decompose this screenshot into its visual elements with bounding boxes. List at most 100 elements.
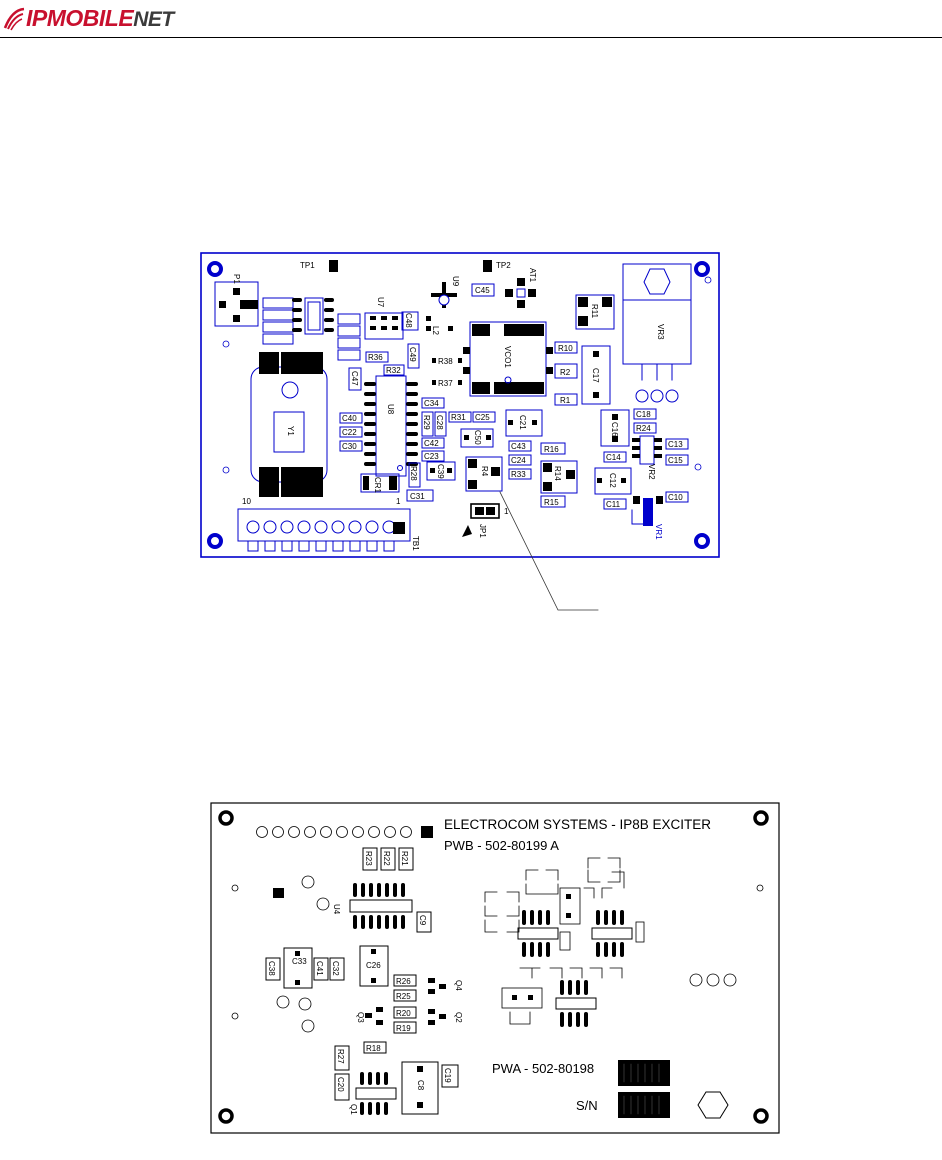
- c43-box: [508, 440, 532, 452]
- header-divider: [0, 37, 942, 38]
- ref-p1: P1: [232, 274, 241, 284]
- r27-box: [334, 1045, 350, 1071]
- ref-c15: C15: [668, 456, 683, 465]
- c15-box: [665, 454, 689, 466]
- r31-box: [448, 411, 472, 423]
- ref-tb1: TB1: [411, 536, 420, 551]
- ref-c25: C25: [475, 413, 490, 422]
- r21-box: [398, 847, 414, 871]
- ref-c42: C42: [424, 439, 439, 448]
- ref-c43: C43: [511, 442, 526, 451]
- r20-box: [393, 1006, 417, 1019]
- c28-box: [434, 411, 447, 437]
- u7-chip: [364, 312, 404, 340]
- ref-r38: R38: [438, 357, 453, 366]
- callout-leader-line: [499, 491, 599, 611]
- hex-standoff: [697, 1091, 729, 1119]
- ref-r33: R33: [511, 470, 526, 479]
- ref-c49: C49: [408, 347, 417, 362]
- bottom-board-diagram: ELECTROCOM SYSTEMS - IP8B EXCITER PWB - …: [210, 802, 780, 1134]
- r25-box: [393, 989, 417, 1002]
- c48-box: [401, 311, 419, 331]
- bottom-board-outline: [210, 802, 780, 1134]
- sn-label: S/N: [576, 1098, 598, 1113]
- ref-c31: C31: [410, 492, 425, 501]
- c32-box: [329, 957, 345, 981]
- ref-r4: R4: [480, 466, 489, 477]
- c42-box: [421, 437, 445, 449]
- ref-r31: R31: [451, 413, 466, 422]
- c16-part: [600, 409, 630, 447]
- soic-chip-c: [555, 980, 597, 1027]
- c49-box: [407, 343, 420, 369]
- c21-part: [505, 409, 543, 437]
- q3-part: [365, 1007, 383, 1025]
- q4-part: [428, 978, 446, 994]
- ref-r29: R29: [422, 415, 431, 430]
- sn-barcode-box: [618, 1092, 670, 1118]
- r19-box: [393, 1021, 417, 1034]
- ref-c30: C30: [342, 442, 357, 451]
- cr1-diode: [360, 473, 400, 493]
- vr1-part: [631, 496, 663, 526]
- ref-c40: C40: [342, 414, 357, 423]
- ref-vr2: VR2: [647, 464, 656, 480]
- r11-part: [575, 294, 615, 330]
- r28-box: [408, 462, 421, 488]
- ref-c48: C48: [404, 313, 413, 328]
- ref-jp1: JP1: [478, 524, 487, 538]
- c20-box: [334, 1073, 350, 1101]
- ref-c14: C14: [606, 453, 621, 462]
- ref-r25: R25: [396, 992, 411, 1001]
- c14-box: [603, 451, 627, 463]
- c26-part: [359, 945, 389, 987]
- c33-part: [283, 947, 313, 989]
- pwb-number: PWB - 502-80199 A: [444, 838, 559, 853]
- ref-c13: C13: [668, 440, 683, 449]
- y1-crystal: [250, 352, 328, 497]
- ref-r20: R20: [396, 1009, 411, 1018]
- r36-box: [365, 351, 389, 363]
- ref-r32: R32: [386, 366, 401, 375]
- ref-c32: C32: [331, 961, 340, 976]
- mounting-holes: [207, 261, 710, 549]
- c17-part: [581, 345, 611, 405]
- ref-r2: R2: [560, 368, 571, 377]
- c11-box: [603, 498, 627, 510]
- ref-r22: R22: [382, 851, 391, 866]
- vr3-regulator: [622, 263, 692, 403]
- c50-part: [460, 428, 494, 448]
- ref-vr1: VR1: [654, 524, 663, 540]
- tp2-pad: [483, 260, 492, 272]
- ref-r14: R14: [553, 466, 562, 481]
- ref-cr1: CR1: [373, 477, 382, 494]
- ref-at1: AT1: [528, 268, 537, 283]
- tp1-pad: [329, 260, 338, 272]
- ref-tb1-pin1: 1: [396, 497, 401, 506]
- top-board-diagram: P1 TP1 TP2 U7 C48 U9 L2 C45 AT1 R11: [200, 252, 720, 611]
- soic-chip-a: [517, 910, 559, 957]
- ref-r18: R18: [366, 1044, 381, 1053]
- ref-tp1: TP1: [300, 261, 315, 270]
- c41-box: [313, 957, 329, 981]
- ref-r23: R23: [364, 851, 373, 866]
- ref-jp1-pin1: 1: [504, 507, 509, 516]
- ref-c26: C26: [366, 961, 381, 970]
- c31-box: [406, 489, 434, 502]
- c13-box: [665, 438, 689, 450]
- ref-c47: C47: [350, 371, 359, 386]
- c10-box: [665, 491, 689, 503]
- at1-part: [505, 278, 536, 308]
- r15-box: [540, 495, 566, 508]
- ref-c39: C39: [436, 464, 445, 479]
- ref-r21: R21: [400, 851, 409, 866]
- ref-c18: C18: [636, 410, 651, 419]
- pwa-barcode-box: [618, 1060, 670, 1086]
- ref-c8: C8: [416, 1080, 425, 1091]
- board-outline: [200, 252, 720, 558]
- ref-c38: C38: [267, 961, 276, 976]
- unlabeled-footprints: [484, 857, 645, 1025]
- ref-c10: C10: [668, 493, 683, 502]
- ref-u8: U8: [386, 404, 395, 415]
- c30-box: [339, 440, 363, 452]
